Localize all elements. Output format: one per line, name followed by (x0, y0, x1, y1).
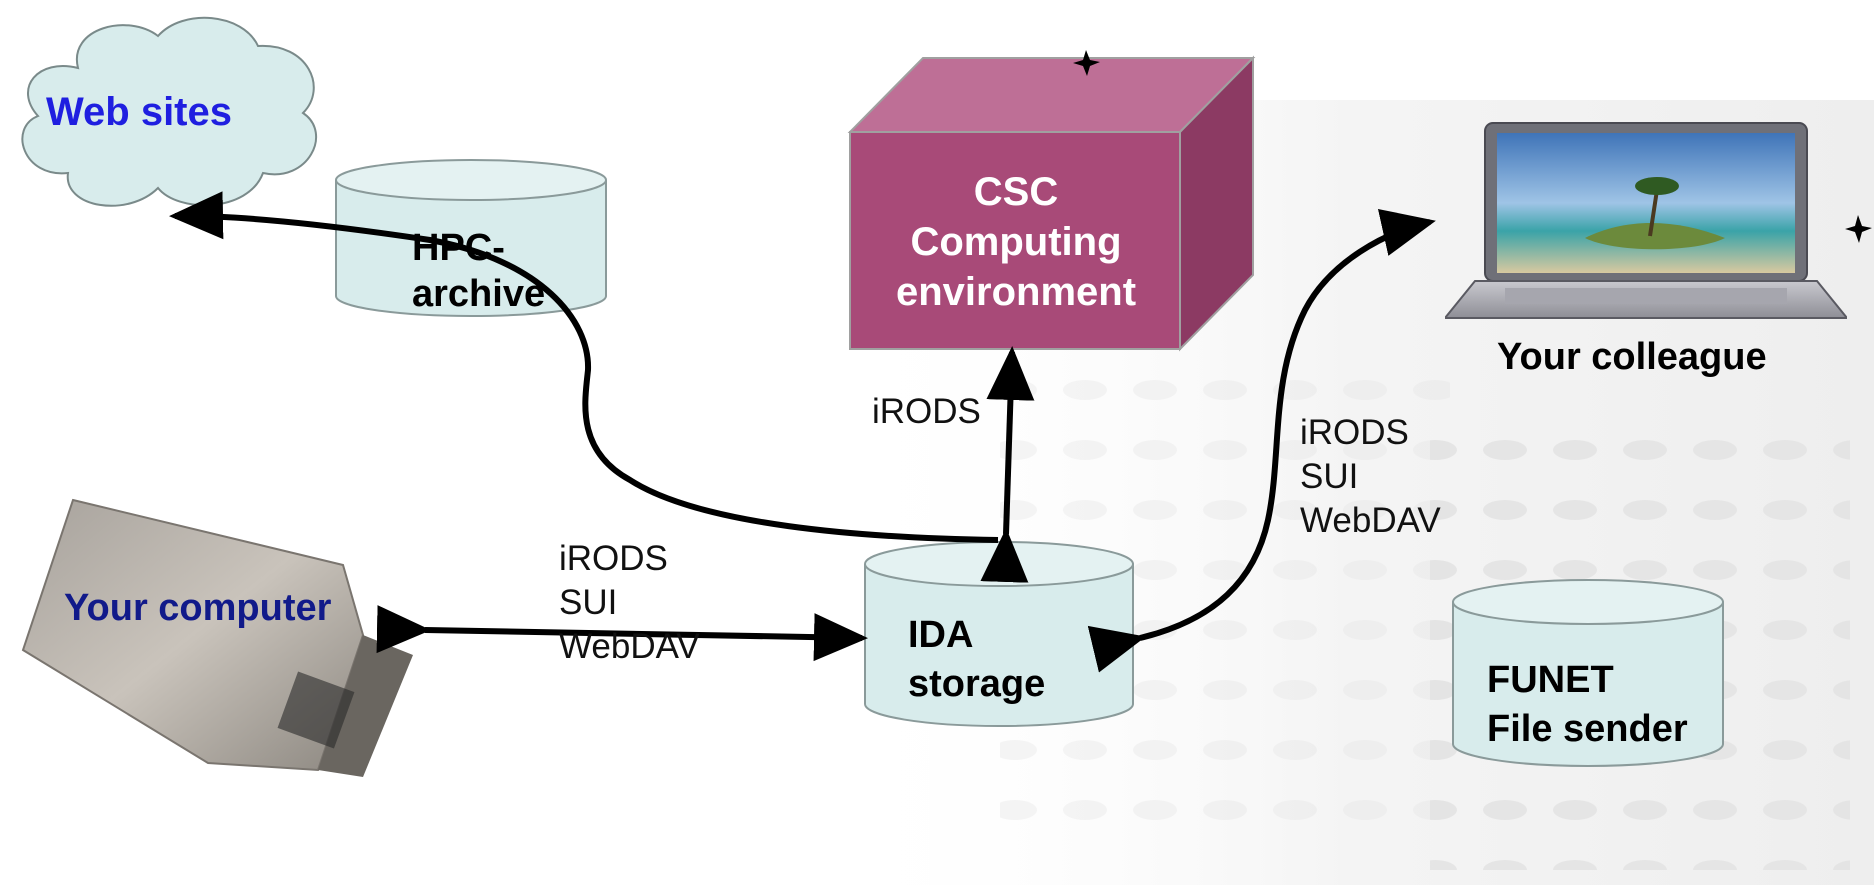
protocol-ida-computer-3: WebDAV (559, 626, 700, 666)
protocol-ida-colleague-1: iRODS (1300, 413, 1409, 452)
web-sites-cloud (21, 16, 317, 207)
funet-cylinder (1452, 579, 1724, 767)
your-computer-laptop-icon (21, 498, 413, 777)
ida-storage-label-line-1: IDA (908, 614, 974, 656)
colleague-label: Your colleague (1497, 336, 1767, 378)
csc-label-line-1: CSC (973, 170, 1059, 214)
funet-label: FUNET File sender (1487, 656, 1688, 755)
protocol-ida-computer-1: iRODS (559, 539, 668, 578)
protocols-ida-computer: iRODS SUI WebDAV (559, 537, 700, 668)
protocols-ida-csc: iRODS (872, 391, 981, 433)
star-mark-right (1845, 215, 1872, 243)
your-computer-label: Your computer (64, 587, 332, 629)
web-sites-label: Web sites (46, 90, 232, 134)
arrow-ida-to-web-sites (169, 191, 999, 543)
hpc-archive-label-line-2: archive (412, 272, 546, 315)
arrow-ida-colleague (1087, 209, 1436, 673)
funet-label-line-1: FUNET (1487, 659, 1614, 701)
ida-storage-label: IDA storage (908, 611, 1045, 710)
csc-label-line-2: Computing (910, 220, 1122, 264)
colleague-laptop-icon (1445, 122, 1847, 319)
funet-label-line-2: File sender (1487, 708, 1688, 751)
protocol-ida-colleague-3: WebDAV (1300, 500, 1441, 540)
arrow-ida-computer (376, 605, 868, 662)
protocol-ida-colleague-2: SUI (1300, 456, 1359, 496)
protocol-ida-csc-1: iRODS (872, 392, 981, 431)
ida-storage-label-line-2: storage (908, 663, 1046, 706)
protocol-ida-computer-2: SUI (559, 582, 618, 622)
protocols-ida-colleague: iRODS SUI WebDAV (1300, 411, 1441, 542)
arrow-ida-csc (980, 346, 1035, 583)
star-mark-top (1073, 50, 1100, 76)
